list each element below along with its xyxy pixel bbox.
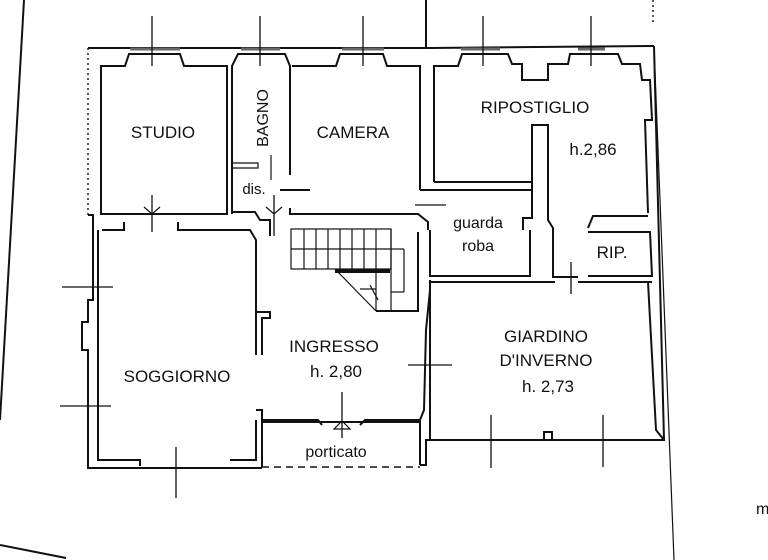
label-porticato: porticato <box>305 444 366 461</box>
label-ingresso-height: h. 2,80 <box>310 362 362 381</box>
room-giardino-walls <box>429 281 665 441</box>
staircase <box>290 228 419 312</box>
room-guardaroba-walls <box>420 189 555 283</box>
outer-walls <box>81 45 666 469</box>
room-porticato-walls <box>262 421 421 468</box>
label-giardino-line2: D'INVERNO <box>500 351 593 370</box>
label-soggiorno: SOGGIORNO <box>124 367 231 386</box>
room-soggiorno-ingresso-walls <box>102 222 431 467</box>
label-dis: dis. <box>242 181 265 198</box>
label-guardaroba-line1: guarda <box>453 215 503 232</box>
label-studio: STUDIO <box>131 123 195 142</box>
label-camera: CAMERA <box>317 123 390 142</box>
label-rip: RIP. <box>597 243 628 262</box>
room-labels: STUDIO BAGNO CAMERA RIPOSTIGLIO h.2,86 d… <box>124 89 768 518</box>
axis-markers <box>60 16 604 498</box>
label-guardaroba-line2: roba <box>462 238 494 255</box>
site-boundaries <box>0 0 675 560</box>
corridor-dis-walls <box>232 155 446 236</box>
label-giardino-height: h. 2,73 <box>522 377 574 396</box>
room-studio-walls <box>100 47 228 215</box>
room-camera-walls <box>292 47 421 190</box>
label-ripostiglio-height: h.2,86 <box>569 140 616 159</box>
label-ripostiglio: RIPOSTIGLIO <box>481 98 590 117</box>
label-giardino-line1: GIARDINO <box>504 327 588 346</box>
label-bagno: BAGNO <box>255 89 272 147</box>
label-ingresso: INGRESSO <box>289 337 379 356</box>
room-ripostiglio-walls <box>433 47 654 278</box>
label-edge-fragment: m <box>756 501 768 518</box>
